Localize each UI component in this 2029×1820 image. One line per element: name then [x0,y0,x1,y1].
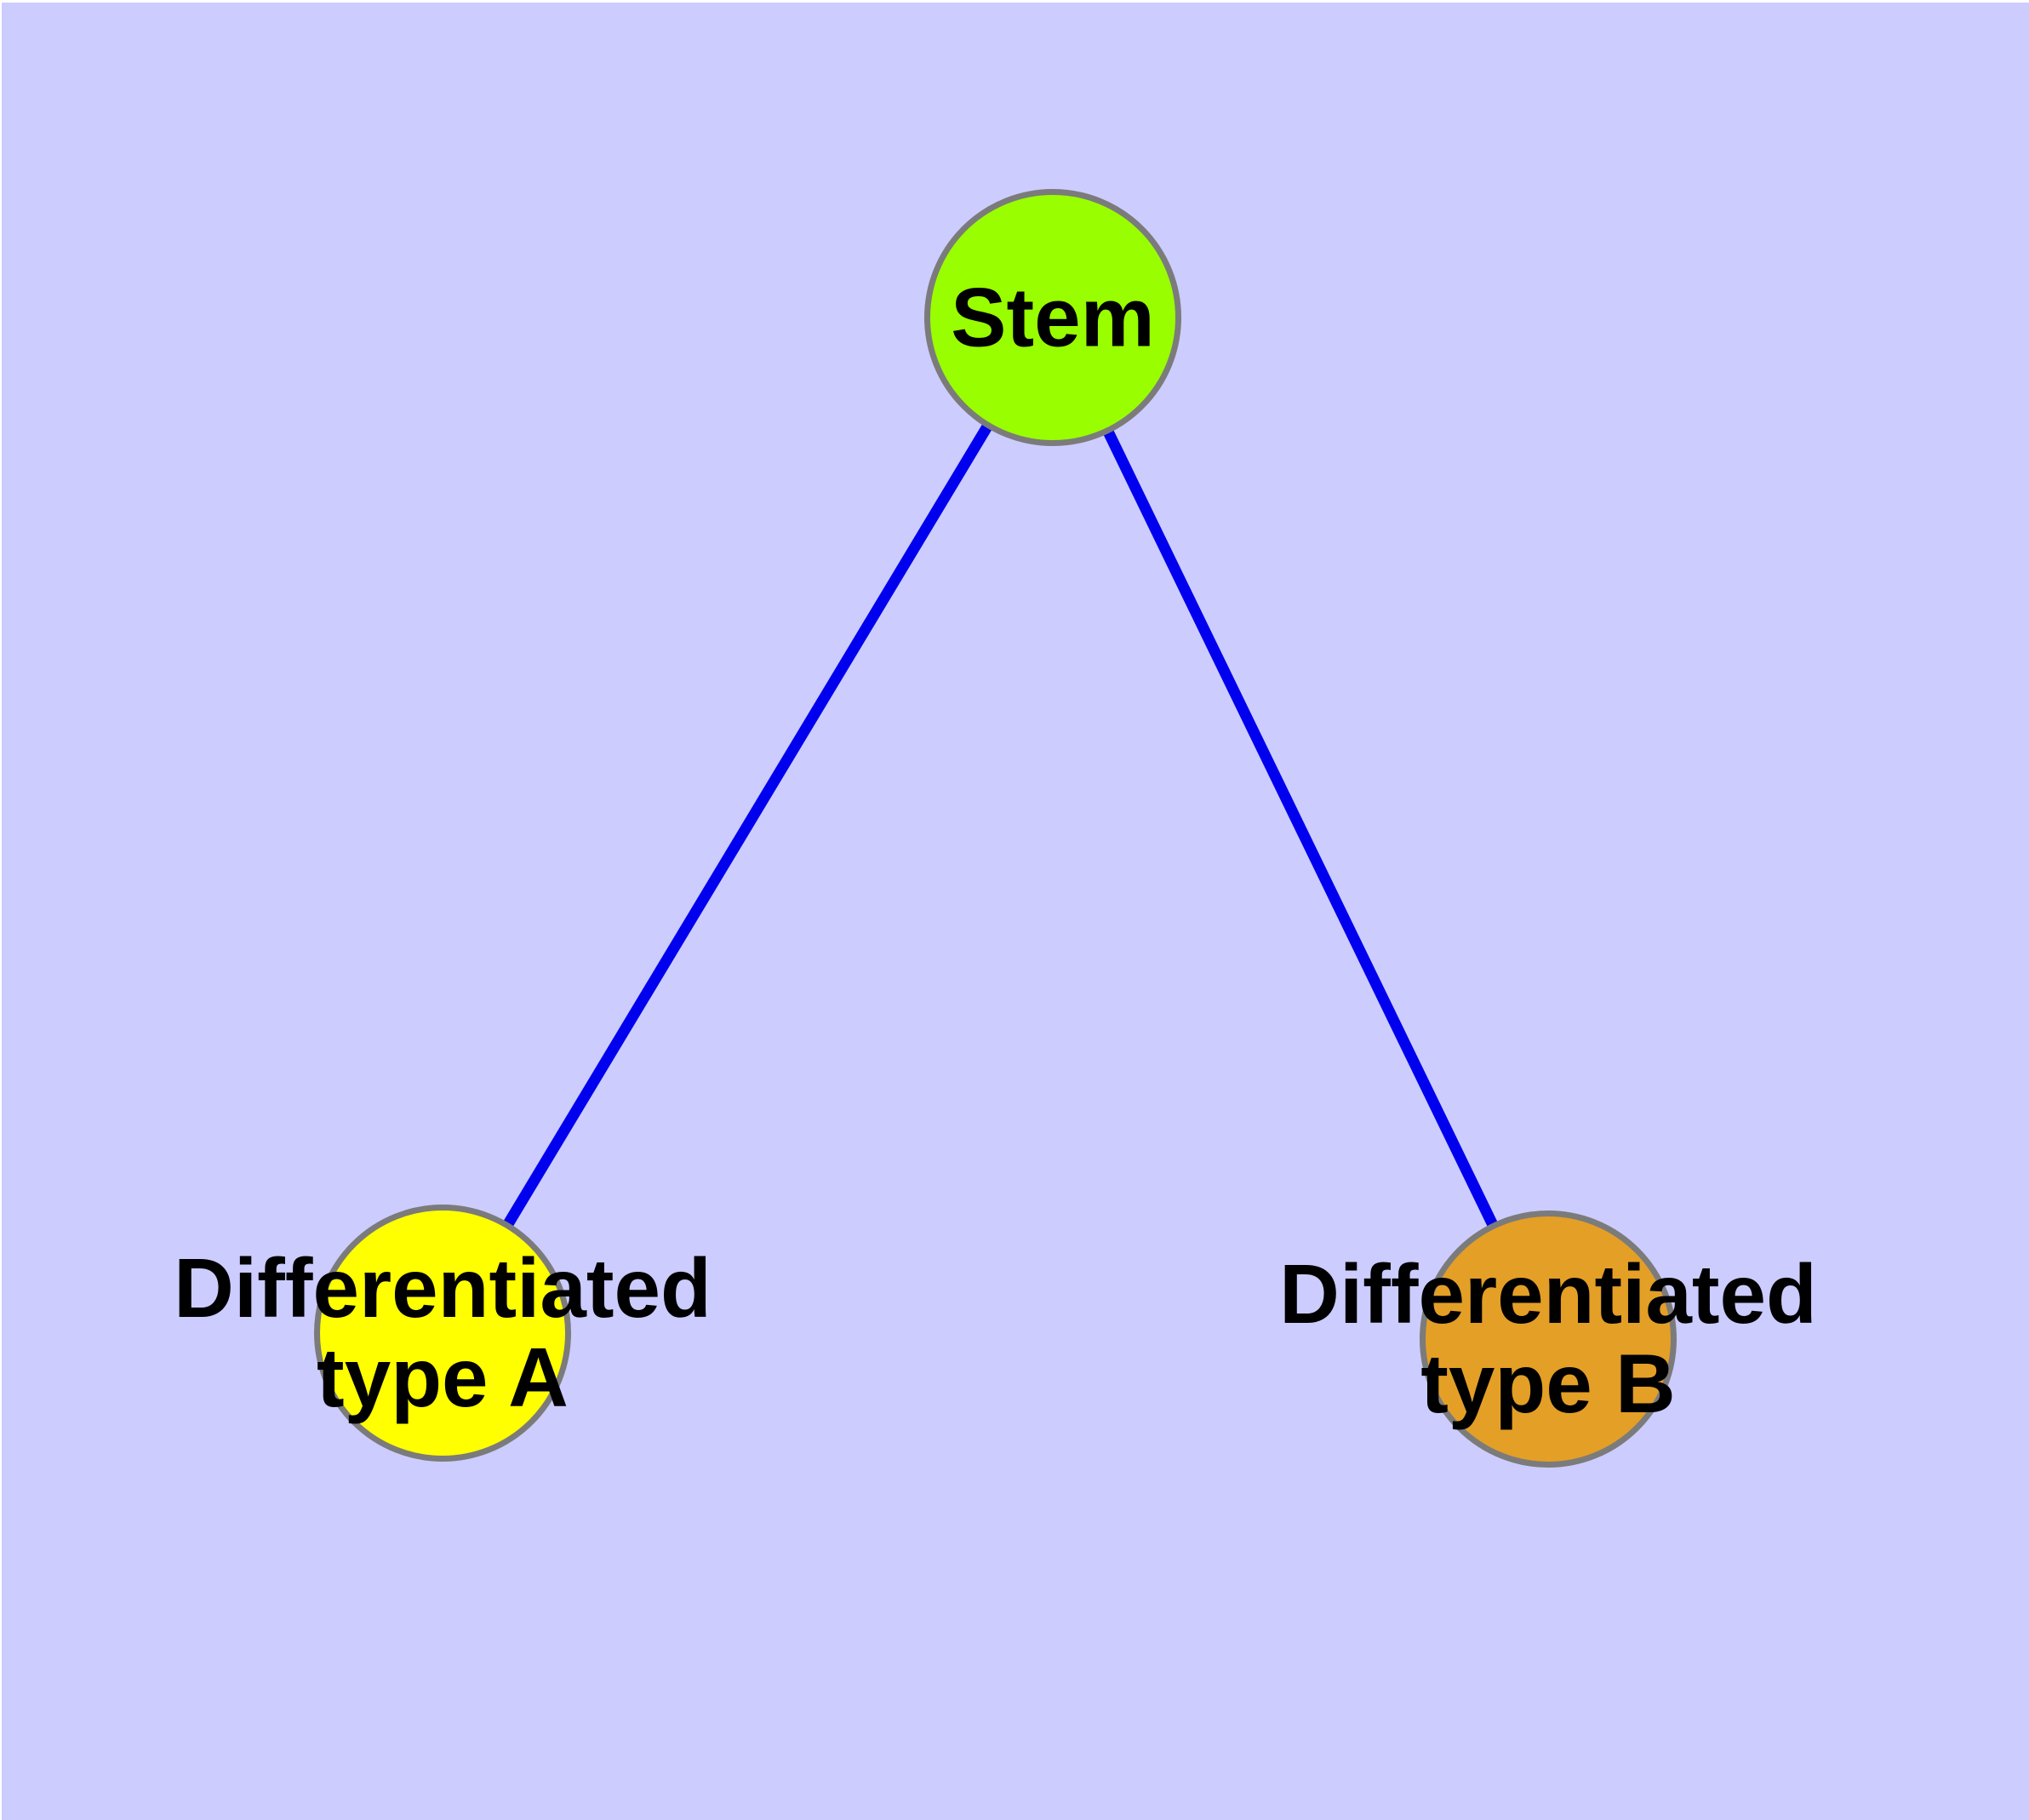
stem-node [924,189,1181,446]
label-line: Stem [951,270,1155,364]
differentiated-type-b-node-label: Differentiated type B [1279,1250,1817,1428]
label-line: Differentiated [174,1241,712,1336]
differentiated-type-a-node [314,1205,571,1462]
differentiated-type-b-node [1420,1210,1677,1468]
stem-node-label: Stem [951,270,1155,364]
label-line: Differentiated [1279,1247,1817,1342]
edge-stem-to-type-b [1047,312,1554,1345]
label-line: type A [317,1331,569,1424]
label-line: type B [1420,1336,1676,1430]
edge-stem-to-type-a [437,312,1059,1339]
differentiated-type-a-node-label: Differentiated type A [174,1244,712,1422]
